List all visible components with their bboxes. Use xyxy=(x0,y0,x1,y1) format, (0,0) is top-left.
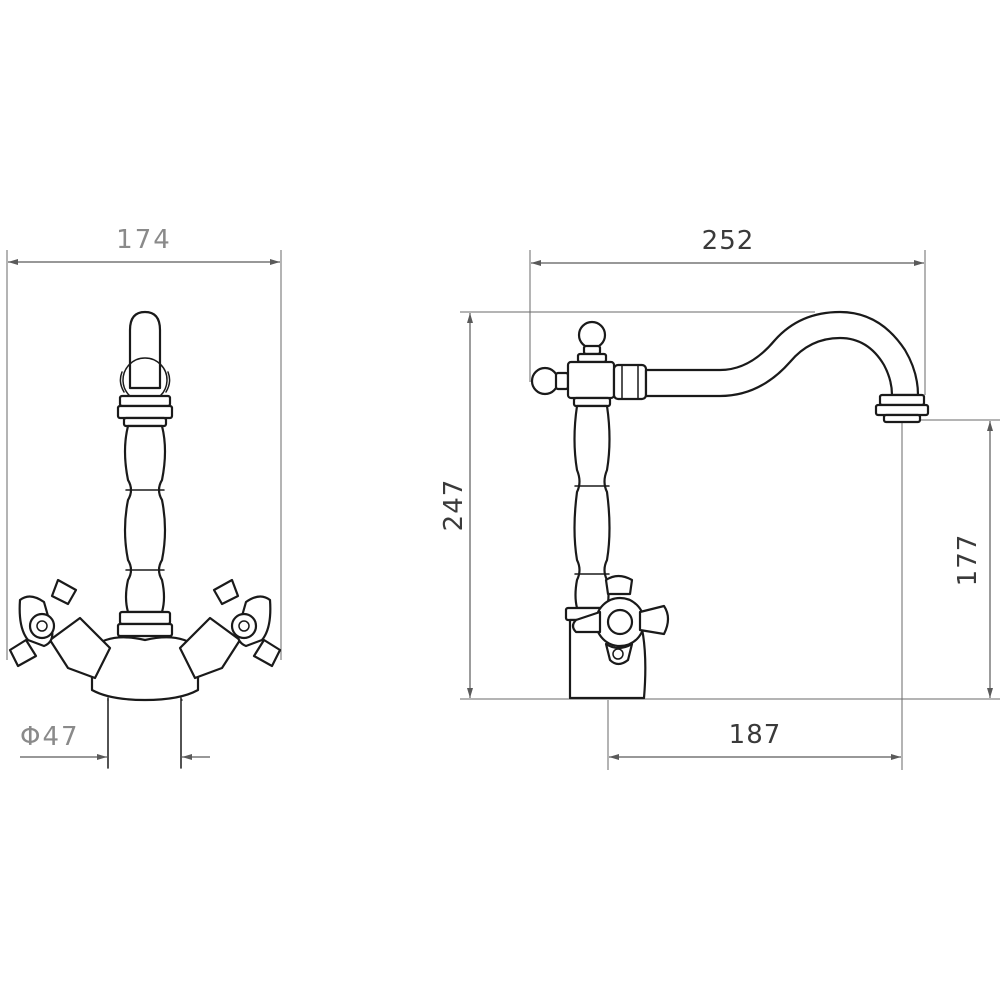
side-column xyxy=(573,404,611,610)
base-diameter-label: Φ47 xyxy=(20,722,80,752)
front-right-handle xyxy=(212,578,282,668)
side-left-knob xyxy=(530,366,570,396)
front-valve-body xyxy=(48,616,242,702)
side-top-finial xyxy=(576,320,608,364)
total-height-label: 247 xyxy=(439,479,469,532)
side-spout xyxy=(612,310,930,424)
side-head-block xyxy=(566,360,616,400)
front-column xyxy=(123,424,167,614)
front-collar xyxy=(116,394,174,428)
front-view: 174 xyxy=(6,225,282,769)
spout-reach-label: 252 xyxy=(702,226,755,256)
front-left-handle xyxy=(8,578,78,668)
side-view: 252 247 177 187 xyxy=(439,226,1000,770)
spout-projection-label: 187 xyxy=(729,720,782,750)
base-extension-lines xyxy=(107,697,182,769)
front-width-label: 174 xyxy=(116,225,172,255)
spout-height-label: 177 xyxy=(953,534,983,587)
front-spout xyxy=(119,310,171,403)
side-handle xyxy=(571,574,670,666)
front-base-collar xyxy=(116,610,174,638)
side-head-ring xyxy=(572,396,612,408)
